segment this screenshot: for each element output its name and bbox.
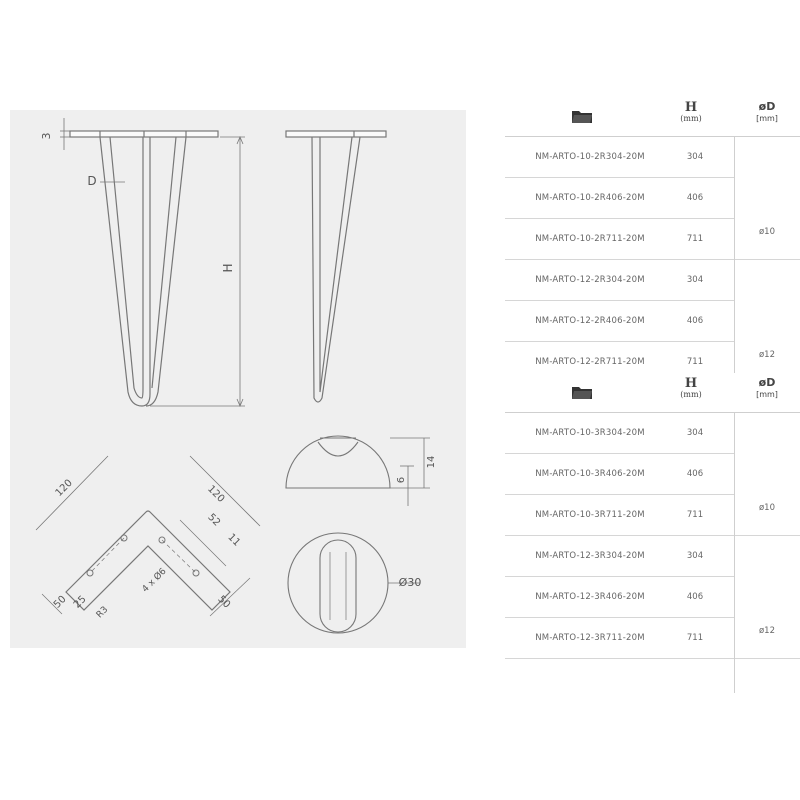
height-value: 711 [686, 510, 704, 520]
column-divider [734, 137, 735, 373]
height-value: 304 [686, 275, 704, 285]
product-code: NM-ARTO-12-3R304-20M [535, 551, 645, 561]
table-row: NM-ARTO-10-3R406-20M 406 [505, 454, 800, 495]
column-divider [734, 413, 735, 693]
table-row: NM-ARTO-12-2R711-20M 711 [505, 342, 800, 382]
foot-top-view [287, 532, 420, 634]
product-table-2-rod: H(mm) øD[mm] NM-ARTO-10-2R304-20M 304 NM-… [505, 100, 800, 382]
table-row: NM-ARTO-10-2R304-20M 304 [505, 137, 800, 178]
height-value: 304 [686, 551, 704, 561]
diameter-group-value: ø10 [758, 503, 776, 513]
table-row: NM-ARTO-10-3R711-20M 711 [505, 495, 800, 536]
drawing-background [10, 110, 466, 648]
product-table-3-rod: H(mm) øD[mm] NM-ARTO-10-3R304-20M 304 NM-… [505, 376, 800, 693]
table-row: NM-ARTO-12-3R711-20M 711 [505, 618, 800, 659]
product-code: NM-ARTO-10-2R304-20M [535, 152, 645, 162]
folder-icon [572, 387, 592, 399]
leg-front-view [60, 118, 245, 408]
height-value: 711 [686, 357, 704, 367]
folder-icon [572, 111, 592, 123]
table-row: NM-ARTO-12-3R406-20M 406 [505, 577, 800, 618]
dim-thickness-label: 3 [40, 133, 53, 140]
height-header: H(mm) [680, 100, 702, 123]
diameter-header: øD[mm] [756, 100, 778, 123]
height-value: 711 [686, 633, 704, 643]
table-row: NM-ARTO-10-2R406-20M 406 [505, 178, 800, 219]
plate-top-view [35, 455, 261, 617]
diameter-header: øD[mm] [756, 376, 778, 399]
foot-side-view [285, 435, 430, 506]
height-value: 711 [686, 234, 704, 244]
product-code: NM-ARTO-10-3R711-20M [535, 510, 645, 520]
leg-side-view [285, 130, 387, 403]
dim-14: 14 [426, 456, 437, 469]
product-code: NM-ARTO-12-3R406-20M [535, 592, 645, 602]
product-code: NM-ARTO-12-2R406-20M [535, 316, 645, 326]
height-value: 304 [686, 428, 704, 438]
technical-drawing: 3 D H 120 120 52 11 25 50 50 4 x Ø6 R3 [10, 110, 466, 648]
table-row: NM-ARTO-12-2R406-20M 406 [505, 301, 800, 342]
product-code: NM-ARTO-12-2R711-20M [535, 357, 645, 367]
dim-6: 6 [396, 477, 407, 483]
product-code: NM-ARTO-12-3R711-20M [535, 633, 645, 643]
table-row: NM-ARTO-12-3R304-20M 304 [505, 536, 800, 577]
diameter-group-value: ø12 [758, 350, 776, 360]
height-value: 406 [686, 469, 704, 479]
dim-height-label: H [221, 263, 235, 272]
height-value: 304 [686, 152, 704, 162]
dim-foot-diameter: Ø30 [399, 576, 422, 589]
table-row: NM-ARTO-10-2R711-20M 711 [505, 219, 800, 260]
height-header: H(mm) [680, 376, 702, 399]
product-code: NM-ARTO-12-2R304-20M [535, 275, 645, 285]
table-row: NM-ARTO-12-2R304-20M 304 [505, 260, 800, 301]
product-code: NM-ARTO-10-2R406-20M [535, 193, 645, 203]
product-code: NM-ARTO-10-2R711-20M [535, 234, 645, 244]
dim-diameter-label: D [87, 174, 96, 188]
table-rows: NM-ARTO-10-3R304-20M 304 NM-ARTO-10-3R406… [505, 412, 800, 693]
product-code: NM-ARTO-10-3R406-20M [535, 469, 645, 479]
diameter-group-value: ø12 [758, 626, 776, 636]
height-value: 406 [686, 316, 704, 326]
table-row: NM-ARTO-10-3R304-20M 304 [505, 413, 800, 454]
table-header: H(mm) øD[mm] [505, 100, 800, 136]
height-value: 406 [686, 592, 704, 602]
diameter-group-value: ø10 [758, 227, 776, 237]
table-header: H(mm) øD[mm] [505, 376, 800, 412]
height-value: 406 [686, 193, 704, 203]
product-code: NM-ARTO-10-3R304-20M [535, 428, 645, 438]
table-rows: NM-ARTO-10-2R304-20M 304 NM-ARTO-10-2R406… [505, 136, 800, 382]
